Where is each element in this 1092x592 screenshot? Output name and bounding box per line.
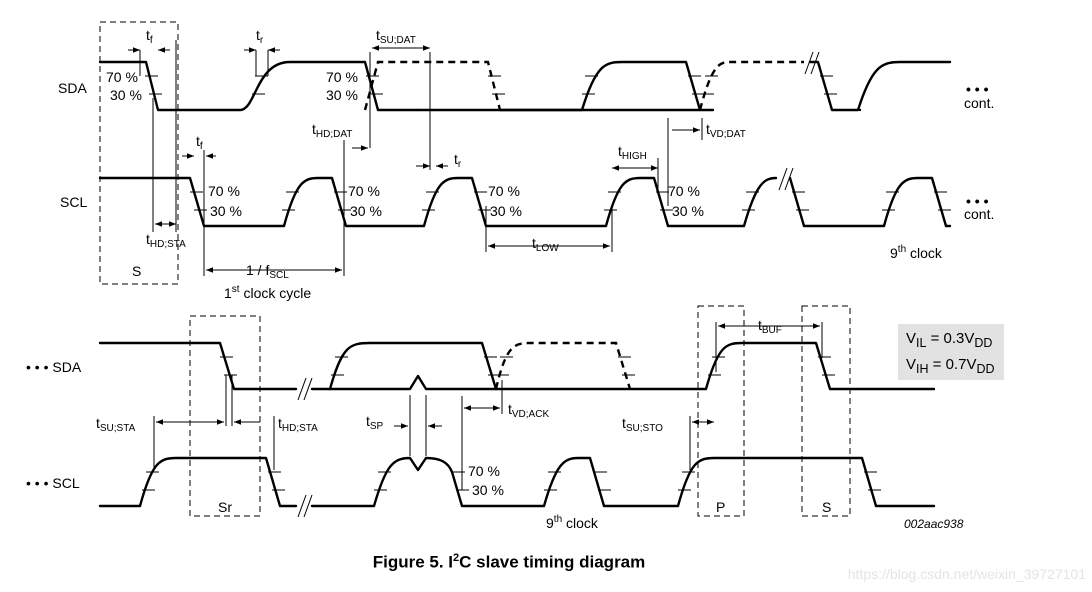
threshold-low-label: 30 %: [672, 203, 704, 219]
tr-label: tr: [256, 27, 264, 46]
break-mark: [297, 377, 313, 401]
threshold-high-label: 70 %: [488, 183, 520, 199]
tsu-dat-label: tSU;DAT: [376, 27, 416, 46]
threshold-high-label: 70 %: [326, 69, 358, 85]
tsu-sto-label: tSU;STO: [622, 415, 663, 434]
thd-sta-label: tHD;STA: [146, 231, 186, 250]
first-clock-cycle-label: 1st clock cycle: [224, 284, 311, 301]
repeated-start-label: Sr: [218, 499, 232, 515]
top-sda-waveform: [98, 60, 952, 112]
threshold-low-label: 30 %: [472, 482, 504, 498]
threshold-high-label: 70 %: [106, 69, 138, 85]
threshold-low-label: 30 %: [210, 203, 242, 219]
tbuf-label: tBUF: [758, 317, 782, 336]
threshold-low-label: 30 %: [110, 87, 142, 103]
continuation-dots: • • •: [966, 81, 989, 97]
threshold-ticks: [142, 471, 881, 491]
bottom-scl-waveform: [98, 456, 936, 508]
thd-sta-label: tHD;STA: [278, 415, 318, 434]
tvd-dat-label: tVD;DAT: [706, 121, 746, 140]
sda-label: SDA: [58, 80, 87, 96]
break-mark: [804, 51, 820, 75]
threshold-ticks: [145, 75, 837, 95]
tvd-ack-label: tVD;ACK: [508, 401, 549, 420]
figure-caption: Figure 5. I2C slave timing diagram: [372, 552, 646, 572]
stop-condition-box: [697, 305, 745, 517]
fscl-label: 1 / fSCL: [246, 262, 289, 281]
start-condition-label: S: [822, 499, 831, 515]
voltage-legend: VIL = 0.3VDD VIH = 0.7VDD: [898, 324, 1004, 380]
reference-lines: [139, 40, 703, 276]
watermark: https://blog.csdn.net/weixin_39727101: [847, 566, 1086, 582]
stop-condition-label: P: [716, 499, 725, 515]
timing-arrows: [156, 323, 820, 429]
break-mark: [778, 167, 794, 191]
threshold-high-label: 70 %: [208, 183, 240, 199]
start-condition-label: S: [132, 263, 141, 279]
threshold-low-label: 30 %: [350, 203, 382, 219]
break-mark: [297, 494, 313, 518]
threshold-low-label: 30 %: [326, 87, 358, 103]
ninth-clock-label: 9th clock: [890, 244, 943, 261]
bottom-sda-waveform: [98, 341, 936, 391]
vih-line: VIH = 0.7VDD: [906, 356, 995, 376]
threshold-ticks: [190, 191, 951, 211]
start-condition-box-2: [801, 305, 851, 517]
threshold-high-label: 70 %: [348, 183, 380, 199]
tf-label: tf: [196, 133, 203, 152]
threshold-ticks: [220, 356, 835, 376]
reference-lines: [153, 322, 823, 490]
continuation-dots: • • •: [966, 193, 989, 209]
ninth-clock-label: 9th clock: [546, 514, 599, 531]
threshold-low-label: 30 %: [490, 203, 522, 219]
continuation-label: cont.: [964, 206, 994, 222]
figure-id: 002aac938: [904, 517, 964, 531]
timing-arrows: [128, 45, 700, 273]
repeated-start-box: [189, 315, 261, 517]
tsp-label: tSP: [366, 413, 384, 432]
tsu-sta-label: tSU;STA: [96, 415, 136, 434]
continuation-label: cont.: [964, 95, 994, 111]
vil-line: VIL = 0.3VDD: [906, 330, 993, 350]
thd-dat-label: tHD;DAT: [312, 121, 352, 140]
top-scl-waveform: [98, 176, 952, 228]
sda-continuation-label: • • • SDA: [26, 359, 82, 375]
tlow-label: tLOW: [532, 235, 559, 254]
scl-continuation-label: • • • SCL: [26, 475, 80, 491]
tf-label: tf: [146, 27, 153, 46]
threshold-high-label: 70 %: [468, 463, 500, 479]
threshold-high-label: 70 %: [668, 183, 700, 199]
thigh-label: tHIGH: [618, 143, 647, 162]
scl-label: SCL: [60, 194, 87, 210]
tr-label: tr: [454, 151, 462, 170]
